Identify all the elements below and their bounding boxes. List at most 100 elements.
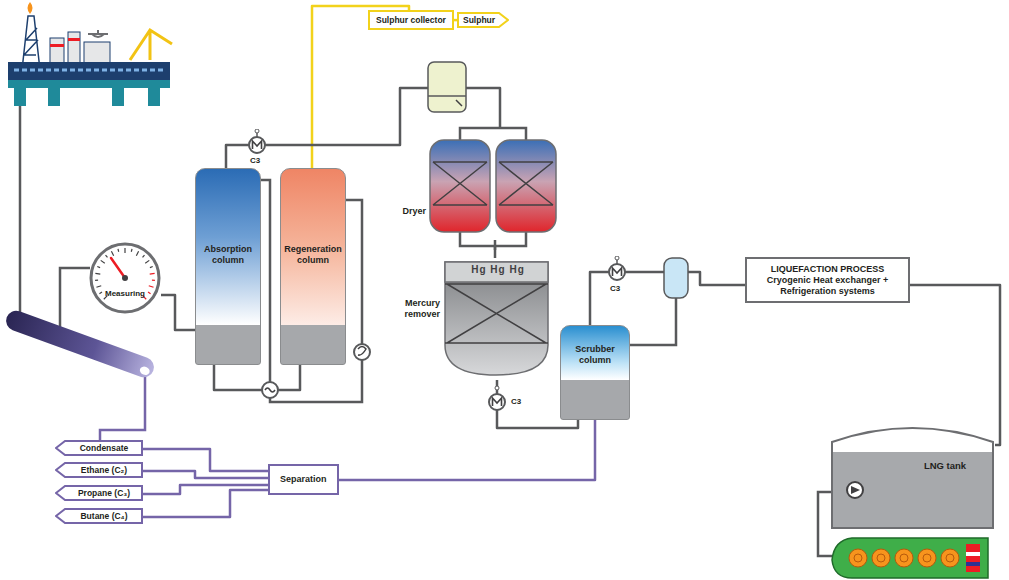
heat-exchanger-symbol [262, 382, 278, 398]
gauge-tick [97, 267, 100, 268]
lng-tank: LNG tank [830, 420, 995, 530]
offshore-platform [112, 88, 124, 106]
cooler-symbol [249, 129, 265, 153]
node-label: Butane (C₄) [69, 511, 139, 521]
pipeline [20, 106, 847, 556]
mercury-vessel [445, 262, 548, 375]
tag-outline [56, 441, 142, 455]
node-label: LIQUEFACTION PROCESS [755, 264, 900, 275]
gauge-tick [152, 280, 155, 281]
heat-exchanger-symbol [358, 347, 366, 356]
dryer-vessel [430, 140, 556, 232]
lng-carrier-ship [966, 562, 980, 566]
offshore-platform [68, 38, 80, 41]
gauge-tick [148, 292, 151, 294]
lng-carrier-ship [918, 549, 936, 567]
mercury-vessel [445, 262, 548, 282]
node-label: Sulphur [463, 15, 495, 25]
scrubber-column: Scrubber column [560, 325, 630, 420]
measuring-gauge: Measuring [89, 242, 161, 314]
gauge-tick [124, 248, 125, 253]
tag-outline [56, 463, 142, 477]
node-text: Hg Hg Hg [448, 264, 548, 276]
refrigerant-label: C3 [511, 397, 521, 406]
gauge-tick [96, 286, 101, 288]
lng-carrier-ship [941, 549, 959, 567]
node-label: Dryer [378, 206, 426, 217]
dryer-vessel [430, 140, 490, 232]
separator-drum [428, 95, 466, 97]
cooler-symbol [489, 386, 505, 410]
separator-drum [428, 62, 688, 298]
pipeline [260, 180, 270, 383]
node-label: Mercury remover [378, 298, 440, 320]
node-text: Cryogenic Heat exchanger + Refrigeration… [755, 275, 900, 297]
pipeline [460, 232, 526, 250]
gauge-tick [136, 251, 138, 255]
offshore-platform [50, 38, 64, 64]
node-label: Scrubber column [563, 344, 627, 366]
lng-carrier-ship [872, 549, 890, 567]
pipe-connector [910, 285, 1000, 445]
gauge-needle [111, 258, 125, 278]
lng-carrier-ship [895, 549, 913, 567]
gauge-dial [91, 244, 159, 312]
pipe-connector [143, 471, 268, 478]
gauge-tick [149, 286, 154, 288]
gauge-tick [99, 292, 102, 294]
lng-carrier-ship [849, 549, 867, 567]
offshore-platform [22, 16, 40, 70]
lng-carrier-ship [966, 544, 980, 572]
lng-carrier-ship [832, 538, 988, 578]
refrigerant-label: C3 [610, 284, 620, 293]
gauge-tick [150, 267, 153, 268]
offshore-platform [148, 88, 160, 106]
pipe-connector [143, 449, 268, 471]
dryer-vessel [496, 140, 556, 232]
tag-outline [56, 509, 142, 523]
product-tag: Ethane (C₂) [55, 462, 143, 478]
process-box: Separation [268, 464, 339, 495]
gauge-tick [117, 249, 119, 252]
gauge-tick [101, 260, 105, 263]
offshore-platform [14, 88, 26, 106]
offshore-platform [8, 62, 170, 80]
product-tag: Butane (C₄) [55, 508, 143, 524]
tag-outline [458, 13, 508, 27]
tank-outline [830, 420, 995, 530]
offshore-platform [14, 69, 164, 72]
node-label: Ethane (C₂) [69, 465, 139, 475]
pipe-connector [143, 490, 268, 517]
separator-drum [456, 100, 462, 106]
heat-exchanger-symbol [354, 344, 370, 360]
collector-box: Sulphur collector [368, 10, 454, 30]
pipe-connector [214, 365, 300, 390]
pipe-connector [312, 6, 409, 168]
output-tag: Sulphur [457, 12, 509, 28]
lng-carrier-ship [877, 554, 885, 562]
regeneration-column: Regeneration column [280, 168, 346, 365]
pump-symbol [847, 482, 863, 498]
gauge-needle [122, 275, 128, 281]
pipeline [460, 118, 526, 140]
process-box: LIQUEFACTION PROCESSCryogenic Heat excha… [745, 257, 910, 303]
offshore-platform [50, 44, 64, 47]
lng-carrier-ship [946, 554, 954, 562]
lng-carrier-ship [832, 538, 988, 578]
separator-drum [664, 258, 688, 298]
absorption-column: Absorption column [195, 168, 261, 365]
lng-carrier-ship [923, 554, 931, 562]
pipeline [630, 298, 676, 345]
lng-carrier-ship [900, 554, 908, 562]
node-label: Propane (C₃) [69, 488, 139, 498]
gauge-tick [150, 273, 155, 275]
gauge-tick [106, 255, 108, 257]
gauge-tick [143, 255, 145, 257]
node-label: Separation [280, 474, 327, 485]
node-label: Absorption column [198, 244, 258, 266]
separator-drum [428, 62, 466, 112]
condensate-line [100, 372, 145, 440]
offshore-platform [84, 42, 110, 64]
refrigerant-label: C3 [250, 156, 260, 165]
